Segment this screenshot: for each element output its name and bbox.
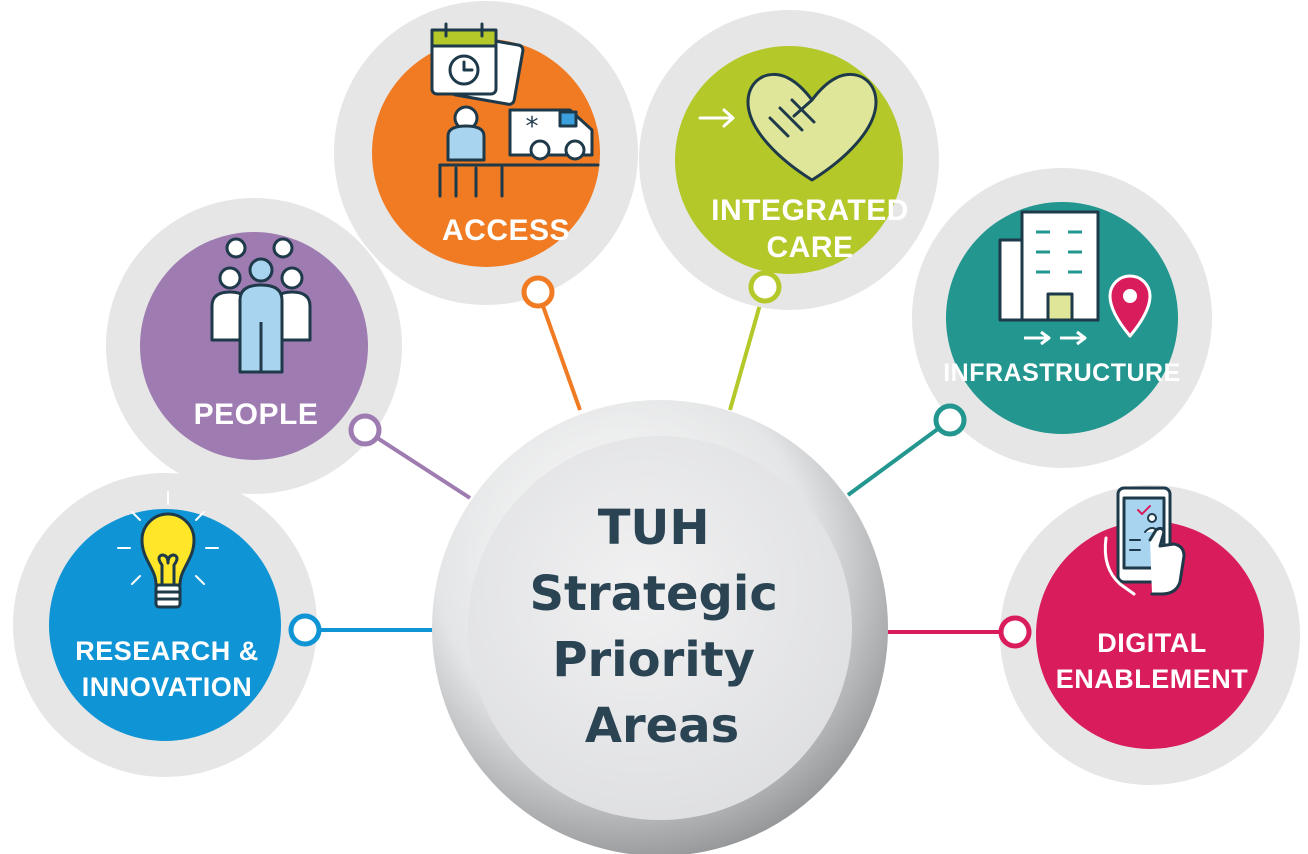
connector-people: [363, 428, 472, 500]
connector-access: [536, 291, 582, 411]
area-infrastructure[interactable]: INFRASTRUCTURE: [912, 168, 1212, 468]
center-hub: TUH Strategic Priority Areas: [432, 400, 888, 854]
svg-text:*: *: [526, 112, 539, 142]
people-group-icon: [210, 237, 312, 374]
connectors: [305, 286, 1015, 634]
node-digital-enablement[interactable]: [998, 615, 1032, 649]
building-location-icon: [998, 210, 1152, 346]
node-infrastructure[interactable]: [933, 403, 967, 437]
area-label-access: ACCESS: [442, 214, 570, 247]
area-label-people: PEOPLE: [194, 398, 319, 431]
node-people[interactable]: [348, 413, 382, 447]
area-research-innovation[interactable]: RESEARCH &INNOVATION: [13, 473, 322, 777]
lightbulb-icon: [117, 491, 219, 609]
area-label-research-innovation: RESEARCH &INNOVATION: [75, 636, 259, 702]
area-label-infrastructure: INFRASTRUCTURE: [943, 359, 1181, 387]
node-integrated-care[interactable]: [748, 270, 782, 304]
center-title: TUH Strategic Priority Areas: [529, 500, 794, 754]
area-people[interactable]: PEOPLE: [106, 198, 402, 494]
smartphone-touch-icon: [1103, 486, 1186, 596]
node-research-innovation[interactable]: [288, 613, 322, 647]
area-access[interactable]: * ACCESS: [334, 1, 638, 309]
handshake-icon: [698, 72, 878, 182]
connector-infrastructure: [846, 418, 952, 497]
connector-integrated-care: [728, 286, 767, 411]
node-access[interactable]: [521, 275, 555, 309]
clock-desk-ambulance-icon: *: [430, 22, 600, 198]
